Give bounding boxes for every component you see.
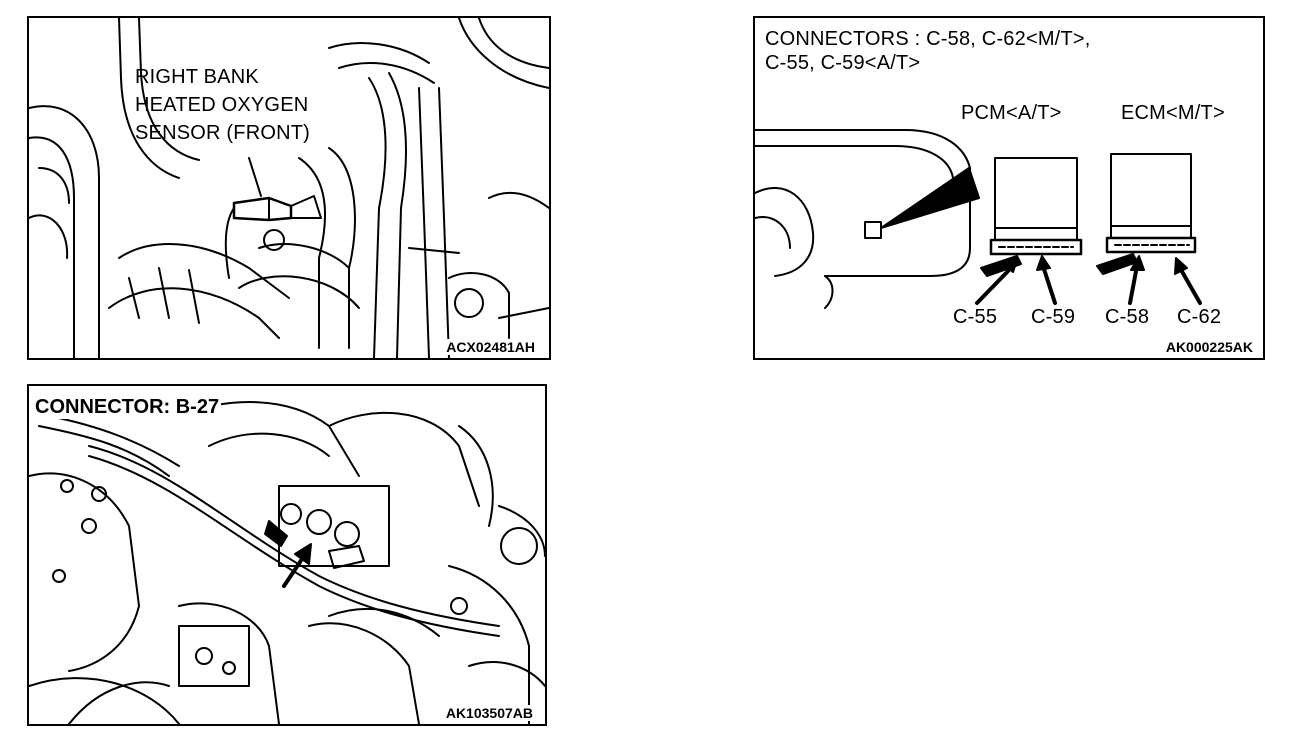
- connectors-title-line-2: C-55, C-59<A/T>: [765, 52, 921, 74]
- sensor-label-line-3: SENSOR (FRONT): [135, 122, 311, 144]
- figure-code: AK103507AB: [443, 705, 535, 721]
- figure-code: ACX02481AH: [444, 339, 537, 355]
- dashboard-module-line-art: [755, 129, 1202, 309]
- connector-c55-label: C-55: [953, 306, 998, 328]
- engine-bay-line-art: [29, 18, 549, 358]
- connector-b27-title: CONNECTOR: B-27: [33, 396, 222, 419]
- oxygen-sensor-illustration-panel: RIGHT BANK HEATED OXYGEN SENSOR (FRONT) …: [27, 16, 551, 360]
- sensor-label-line-2: HEATED OXYGEN: [135, 94, 309, 116]
- figure-code: AK000225AK: [1163, 339, 1255, 355]
- pcm-label: PCM<A/T>: [961, 102, 1062, 124]
- connector-c59-label: C-59: [1031, 306, 1076, 328]
- ecm-label: ECM<M/T>: [1121, 102, 1225, 124]
- connector-c58-label: C-58: [1105, 306, 1150, 328]
- engine-harness-line-art: [29, 401, 545, 724]
- connectors-title-line-1: CONNECTORS : C-58, C-62<M/T>,: [765, 28, 1091, 50]
- pcm-ecm-connectors-panel: CONNECTORS : C-58, C-62<M/T>, C-55, C-59…: [753, 16, 1265, 360]
- sensor-label-line-1: RIGHT BANK: [135, 66, 259, 88]
- connector-c62-label: C-62: [1177, 306, 1222, 328]
- connector-b27-panel: CONNECTOR: B-27 AK103507AB: [27, 384, 547, 726]
